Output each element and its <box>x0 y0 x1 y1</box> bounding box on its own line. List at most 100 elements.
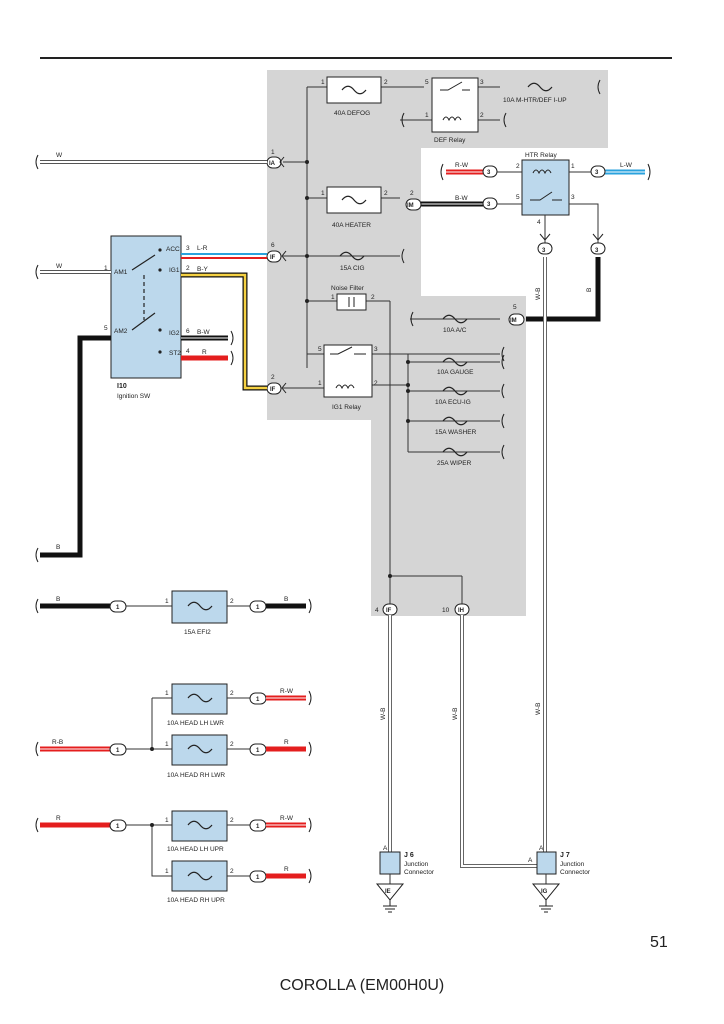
svg-text:5: 5 <box>513 304 517 311</box>
fuse-label: 40A HEATER <box>332 222 371 229</box>
svg-text:3: 3 <box>374 346 378 353</box>
svg-text:1: 1 <box>104 265 108 272</box>
svg-text:1: 1 <box>331 294 335 301</box>
wire-color-label: W <box>56 152 63 159</box>
wire-color-label: B <box>586 288 593 292</box>
svg-text:1: 1 <box>165 741 169 748</box>
svg-text:6: 6 <box>271 242 275 249</box>
svg-text:A: A <box>383 845 388 852</box>
svg-text:3: 3 <box>595 248 599 254</box>
fuse-label: 40A DEFOG <box>334 110 370 117</box>
wire-color-label: B <box>56 596 60 603</box>
svg-text:IF: IF <box>270 387 276 393</box>
wire-color-label: R <box>284 866 289 873</box>
fuse-label: 10A HEAD LH LWR <box>167 720 224 727</box>
svg-text:2: 2 <box>516 163 520 170</box>
svg-text:1: 1 <box>165 868 169 875</box>
fuse-10a-head-lh-lwr <box>171 683 228 715</box>
svg-text:2: 2 <box>230 598 234 605</box>
fuse-label: 10A A/C <box>443 327 467 334</box>
svg-text:IG2: IG2 <box>169 330 180 337</box>
fuse-10a-head-rh-lwr <box>171 734 228 766</box>
svg-text:2: 2 <box>230 741 234 748</box>
ig1-relay <box>323 344 373 398</box>
relay-label: IG1 Relay <box>332 404 362 411</box>
svg-text:2: 2 <box>374 380 378 387</box>
fuse-10a-head-lh-upr <box>171 810 228 842</box>
fuse-label: 25A WIPER <box>437 460 472 467</box>
connector-3: 3 3 3 3 3 <box>482 165 606 255</box>
fuse-label: 10A HEAD LH UPR <box>167 846 224 853</box>
svg-text:10: 10 <box>442 607 450 614</box>
svg-text:3: 3 <box>487 170 491 176</box>
svg-text:IA: IA <box>269 161 276 167</box>
junction-connector-j7 <box>536 851 557 875</box>
svg-text:3: 3 <box>480 79 484 86</box>
svg-text:1: 1 <box>165 817 169 824</box>
svg-text:IF: IF <box>270 255 276 261</box>
svg-text:5: 5 <box>425 79 429 86</box>
wire-color-label: W-B <box>452 707 459 720</box>
svg-text:AM2: AM2 <box>114 328 128 335</box>
svg-text:1: 1 <box>571 163 575 170</box>
wire-color-label: B-Y <box>197 266 209 273</box>
svg-text:2: 2 <box>230 868 234 875</box>
svg-text:1: 1 <box>256 605 260 611</box>
svg-text:1: 1 <box>425 112 429 119</box>
ignition-name: Ignition SW <box>117 393 151 400</box>
svg-text:IH: IH <box>458 608 464 614</box>
svg-text:5: 5 <box>516 194 520 201</box>
ground-ie <box>375 883 405 901</box>
svg-text:3: 3 <box>595 170 599 176</box>
svg-text:1: 1 <box>318 380 322 387</box>
svg-text:2: 2 <box>480 112 484 119</box>
junction-connector-j6 <box>379 851 401 875</box>
svg-text:A: A <box>528 857 533 864</box>
wire-color-label: B-W <box>197 329 211 336</box>
wire-color-label: B <box>284 596 288 603</box>
svg-text:ACC: ACC <box>166 246 180 253</box>
svg-text:6: 6 <box>186 328 190 335</box>
svg-text:1: 1 <box>165 598 169 605</box>
svg-text:1: 1 <box>271 149 275 156</box>
svg-text:1: 1 <box>165 690 169 697</box>
page-number: 51 <box>650 934 668 951</box>
svg-text:2: 2 <box>230 690 234 697</box>
fuse-label: 10A GAUGE <box>437 369 474 376</box>
wire-color-label: R-W <box>455 162 469 169</box>
noise-filter-label: Noise Filter <box>331 285 365 292</box>
svg-text:A: A <box>539 845 544 852</box>
svg-text:2: 2 <box>371 294 375 301</box>
wire-color-label: R-W <box>280 815 294 822</box>
svg-text:AM1: AM1 <box>114 269 128 276</box>
svg-text:IM: IM <box>510 318 517 324</box>
svg-text:3: 3 <box>487 202 491 208</box>
relay-label: DEF Relay <box>434 137 466 144</box>
wire-color-label: L-R <box>197 245 208 252</box>
fuse-label: 10A ECU-IG <box>435 399 471 406</box>
wire-color-label: R <box>284 739 289 746</box>
wire-color-label: R <box>56 815 61 822</box>
svg-text:2: 2 <box>271 374 275 381</box>
def-relay <box>431 77 479 133</box>
svg-text:4: 4 <box>186 348 190 355</box>
noise-filter <box>336 293 367 311</box>
svg-text:2: 2 <box>384 79 388 86</box>
wire-color-label: R <box>202 349 207 356</box>
relay-label: HTR Relay <box>525 152 558 159</box>
svg-text:2: 2 <box>186 265 190 272</box>
svg-text:IM: IM <box>407 203 414 209</box>
fuse-label: 10A HEAD RH LWR <box>167 772 225 779</box>
wire-color-label: W-B <box>380 707 387 720</box>
svg-text:IF: IF <box>386 608 392 614</box>
svg-text:1: 1 <box>321 190 325 197</box>
svg-text:1: 1 <box>256 824 260 830</box>
svg-text:1: 1 <box>256 748 260 754</box>
svg-text:1: 1 <box>256 697 260 703</box>
wire-color-label: R-B <box>52 739 63 746</box>
wire-color-label: B-W <box>455 195 469 202</box>
connector-if-6: IF 6 <box>266 242 282 263</box>
junction-code: J 6 <box>404 852 414 859</box>
wire-color-label: L-W <box>620 162 633 169</box>
